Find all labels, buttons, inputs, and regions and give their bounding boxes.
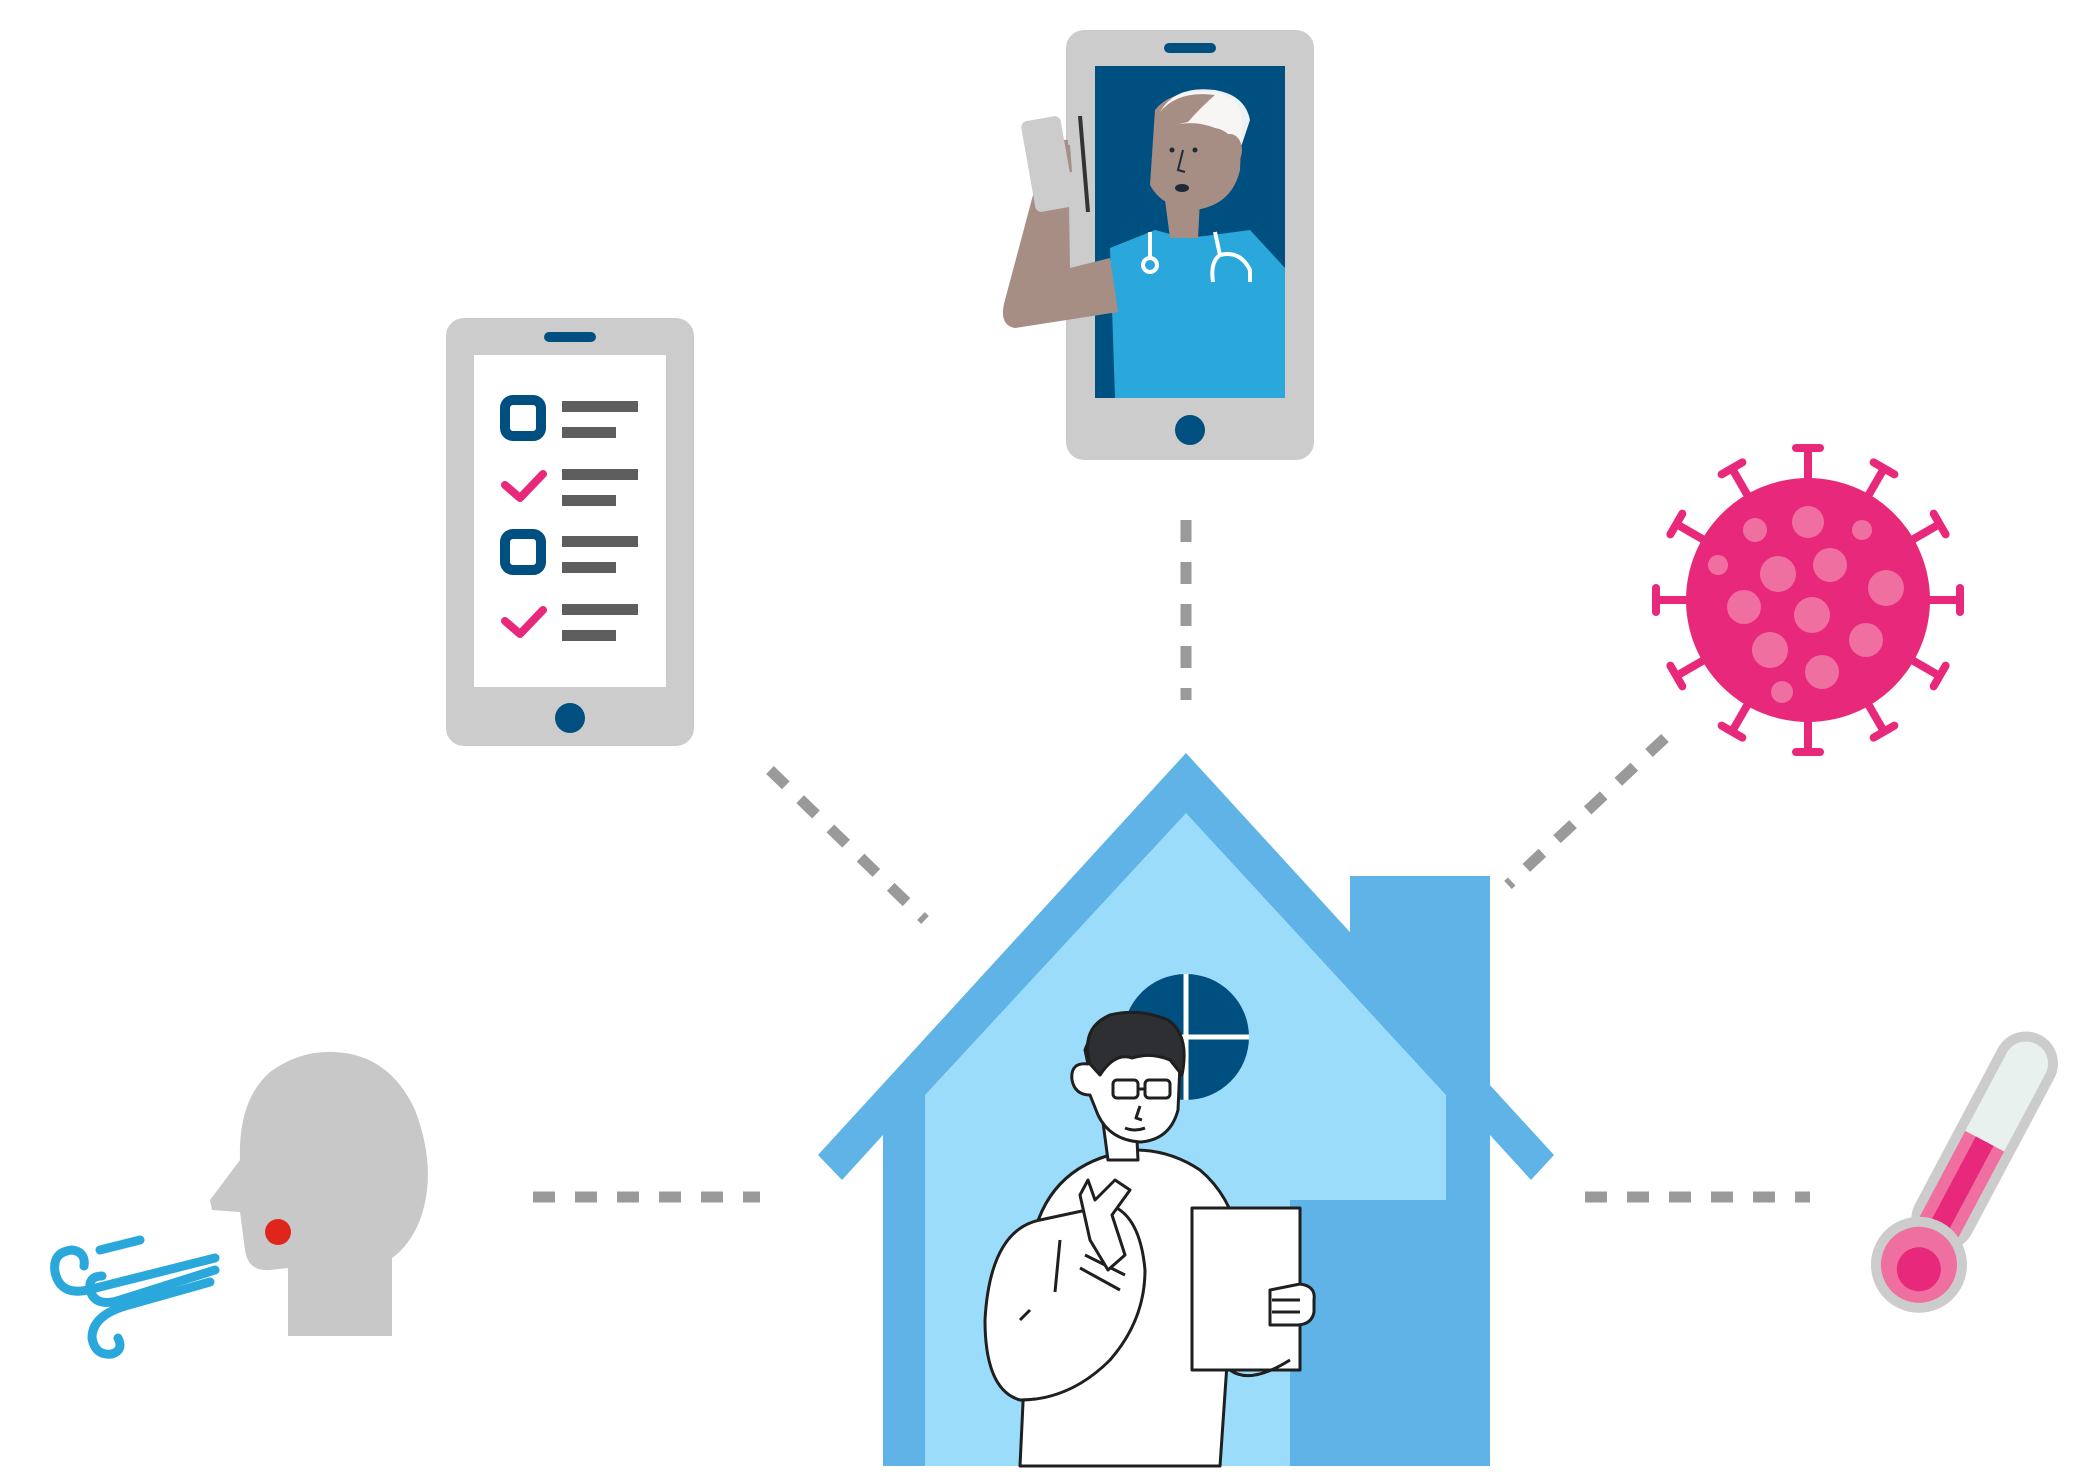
phone-checklist-icon	[446, 318, 694, 746]
checkmark-icon	[501, 470, 547, 502]
checkbox-empty-icon	[500, 529, 546, 575]
thermometer-icon	[1870, 1031, 2059, 1313]
checkmark-icon	[501, 606, 547, 638]
connector-checklist	[766, 766, 929, 924]
mouth-red-dot-icon	[265, 1219, 291, 1245]
head-exhaling-icon	[50, 1051, 428, 1359]
checkbox-empty-icon	[500, 395, 546, 441]
house-with-person-reading-icon	[818, 753, 1554, 1468]
phone-video-call-doctor-icon	[1002, 30, 1314, 460]
virus-icon	[1652, 444, 1964, 756]
person-reading-icon	[983, 1010, 1316, 1468]
wind-icon	[50, 1235, 220, 1359]
connectors	[533, 520, 1810, 1203]
connector-virus	[1504, 733, 1669, 890]
